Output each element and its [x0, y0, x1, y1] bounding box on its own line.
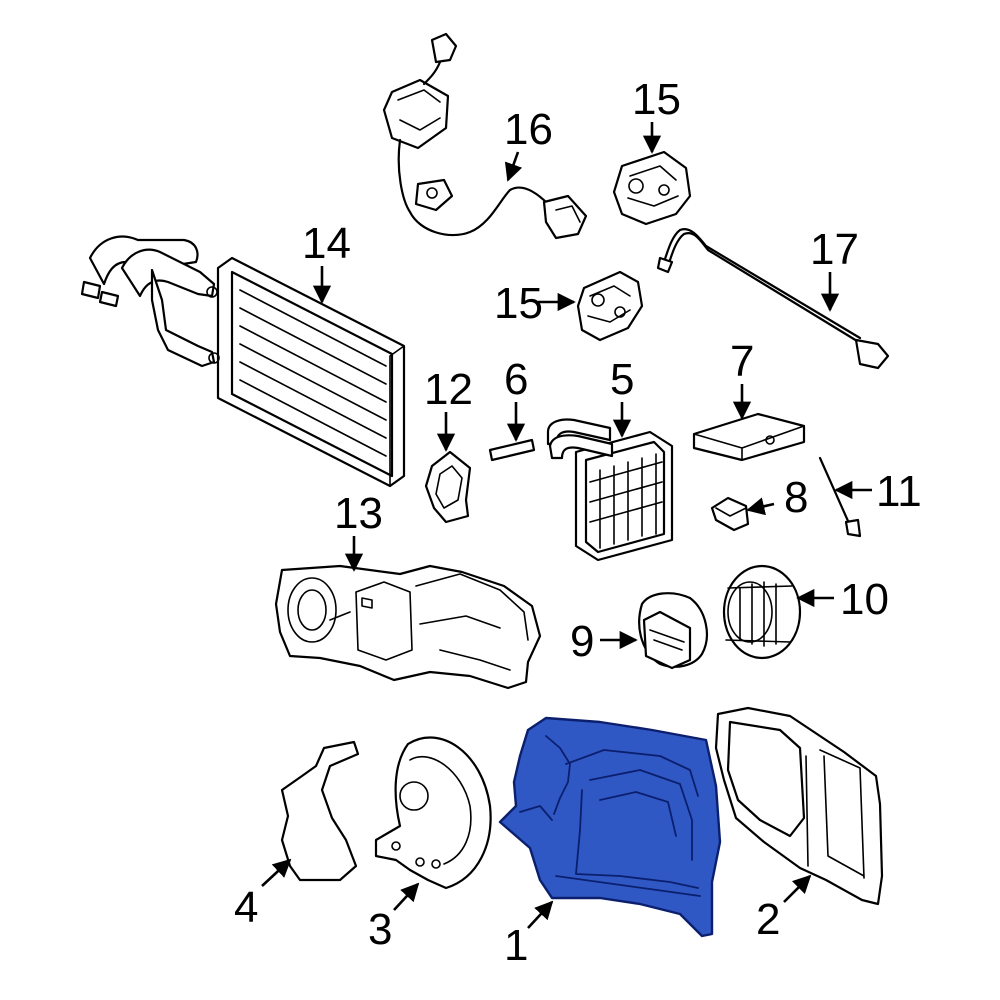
callout-15-upper: 15 [632, 75, 681, 124]
callout-3: 3 [368, 905, 392, 954]
callout-1: 1 [504, 921, 528, 970]
part-5-evaporator-core[interactable] [546, 418, 674, 562]
callout-11: 11 [876, 467, 922, 516]
callout-4: 4 [234, 883, 258, 932]
callout-17: 17 [810, 225, 859, 274]
part-6-foam-strip[interactable] [488, 438, 536, 462]
part-8-clip[interactable] [710, 496, 750, 532]
callout-5: 5 [610, 355, 634, 404]
callout-9: 9 [570, 617, 594, 666]
part-15-actuator-lower[interactable] [576, 270, 644, 342]
callout-13: 13 [334, 489, 383, 538]
callout-2: 2 [756, 895, 780, 944]
callout-7: 7 [730, 337, 754, 386]
part-17-control-cable[interactable] [656, 228, 890, 370]
part-4-gasket[interactable] [280, 740, 360, 882]
callout-6: 6 [504, 355, 528, 404]
part-12-seal[interactable] [424, 450, 472, 524]
callout-16: 16 [504, 105, 553, 154]
part-13-duct-housing[interactable] [274, 564, 542, 690]
part-10-blower-wheel[interactable] [722, 564, 802, 660]
callout-14: 14 [302, 219, 351, 268]
part-15-actuator-upper[interactable] [612, 150, 692, 226]
leader-arrows [261, 122, 872, 929]
part-7-cover[interactable] [692, 412, 806, 462]
part-11-rod[interactable] [818, 456, 862, 538]
callout-labels: 16 15 15 17 14 12 6 5 7 8 11 13 9 10 4 3… [234, 75, 922, 970]
part-1-blower-case-highlighted[interactable] [498, 716, 722, 938]
callout-12: 12 [424, 365, 473, 414]
callout-15-lower: 15 [494, 279, 543, 328]
callout-10: 10 [840, 575, 889, 624]
part-2-filter-door[interactable] [714, 706, 884, 906]
part-16-wiring-harness[interactable] [382, 32, 588, 240]
part-3-housing-cover[interactable] [374, 736, 492, 890]
part-14-heater-core[interactable] [80, 235, 406, 488]
part-9-blower-motor[interactable] [638, 592, 708, 670]
callout-8: 8 [784, 473, 808, 522]
